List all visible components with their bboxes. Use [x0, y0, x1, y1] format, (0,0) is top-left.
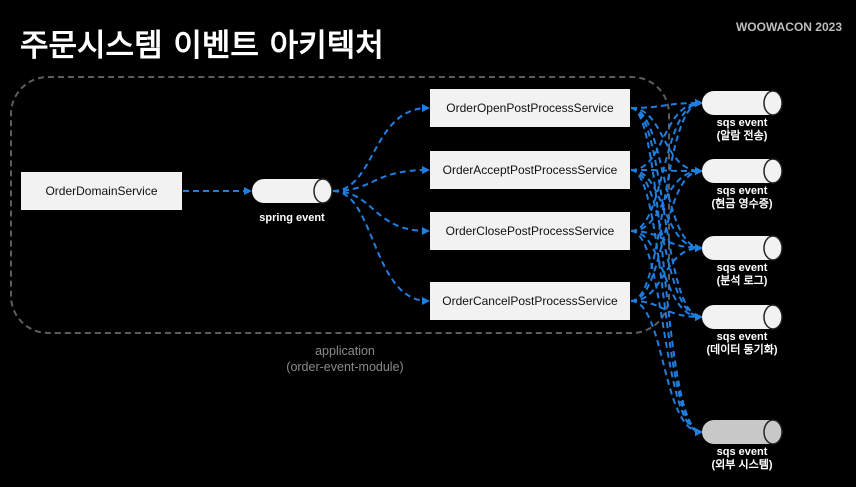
sqs-desc-3: (분석 로그): [716, 275, 768, 287]
sqs-event-cylinder-5: [702, 419, 783, 445]
arrow-spring-to-accept: [332, 166, 430, 192]
arrow-close-to-sqs-4: [630, 230, 703, 321]
sqs-event-label-5: sqs event (외부 시스템): [692, 446, 792, 472]
arrow-accept-to-sqs-1: [630, 99, 703, 171]
order-domain-service-box: OrderDomainService: [21, 172, 182, 210]
arrow-open-to-sqs-1: [630, 99, 703, 109]
arrow-spring-to-open: [332, 104, 430, 192]
brand-logo: WOOWACON 2023: [735, 20, 842, 34]
sqs-event-cylinder-1: [702, 90, 783, 116]
sqs-desc-2: (현금 영수증): [711, 198, 773, 210]
sqs-event-cylinder-4: [702, 304, 783, 330]
service-box-open: OrderOpenPostProcessService: [430, 89, 630, 127]
cylinder-group: [252, 90, 783, 445]
arrow-open-to-sqs-5: [630, 107, 703, 436]
sqs-event-label-2: sqs event (현금 영수증): [692, 185, 792, 211]
application-region: [10, 76, 670, 334]
arrow-open-to-sqs-3: [630, 107, 703, 252]
arrow-cancel-to-sqs-1: [630, 99, 703, 302]
page-title: 주문시스템 이벤트 아키텍처: [20, 28, 384, 64]
arrow-cancel-to-sqs-3: [630, 244, 703, 302]
sqs-event-cylinder-2: [702, 158, 783, 184]
sqs-name-5: sqs event: [716, 446, 768, 458]
arrow-cancel-to-sqs-2: [630, 167, 703, 302]
sqs-event-label-1: sqs event (알람 전송): [692, 117, 792, 143]
sqs-event-label-3: sqs event (분석 로그): [692, 262, 792, 288]
application-region-label: application (order-event-module): [260, 343, 430, 375]
arrow-spring-to-close: [332, 190, 430, 235]
sqs-desc-5: (외부 시스템): [711, 459, 773, 471]
sqs-desc-1: (알람 전송): [716, 130, 768, 142]
arrow-accept-to-sqs-4: [630, 169, 703, 321]
region-label-line2: (order-event-module): [286, 360, 404, 374]
arrow-close-to-sqs-1: [630, 99, 703, 232]
sqs-name-3: sqs event: [716, 262, 768, 274]
spring-event-cylinder: [252, 178, 333, 204]
arrow-accept-to-sqs-3: [630, 169, 703, 252]
service-box-close: OrderClosePostProcessService: [430, 212, 630, 250]
arrow-cancel-to-sqs-4: [630, 300, 703, 321]
arrow-spring-to-cancel: [332, 190, 430, 305]
sqs-name-2: sqs event: [716, 185, 768, 197]
sqs-name-1: sqs event: [716, 117, 768, 129]
arrow-open-to-sqs-2: [630, 107, 703, 175]
arrow-close-to-sqs-2: [630, 167, 703, 232]
service-box-cancel: OrderCancelPostProcessService: [430, 282, 630, 320]
arrow-close-to-sqs-5: [630, 230, 703, 436]
sqs-desc-4: (데이터 동기화): [706, 344, 778, 356]
arrow-group: [183, 99, 703, 436]
region-label-line1: application: [315, 344, 375, 358]
sqs-event-label-4: sqs event (데이터 동기화): [692, 331, 792, 357]
spring-event-label: spring event: [259, 212, 325, 224]
service-box-accept: OrderAcceptPostProcessService: [430, 151, 630, 189]
arrow-open-to-sqs-4: [630, 107, 703, 321]
sqs-name-4: sqs event: [716, 331, 768, 343]
arrow-cancel-to-sqs-5: [630, 300, 703, 436]
sqs-event-cylinder-3: [702, 235, 783, 261]
arrow-accept-to-sqs-2: [630, 166, 703, 175]
